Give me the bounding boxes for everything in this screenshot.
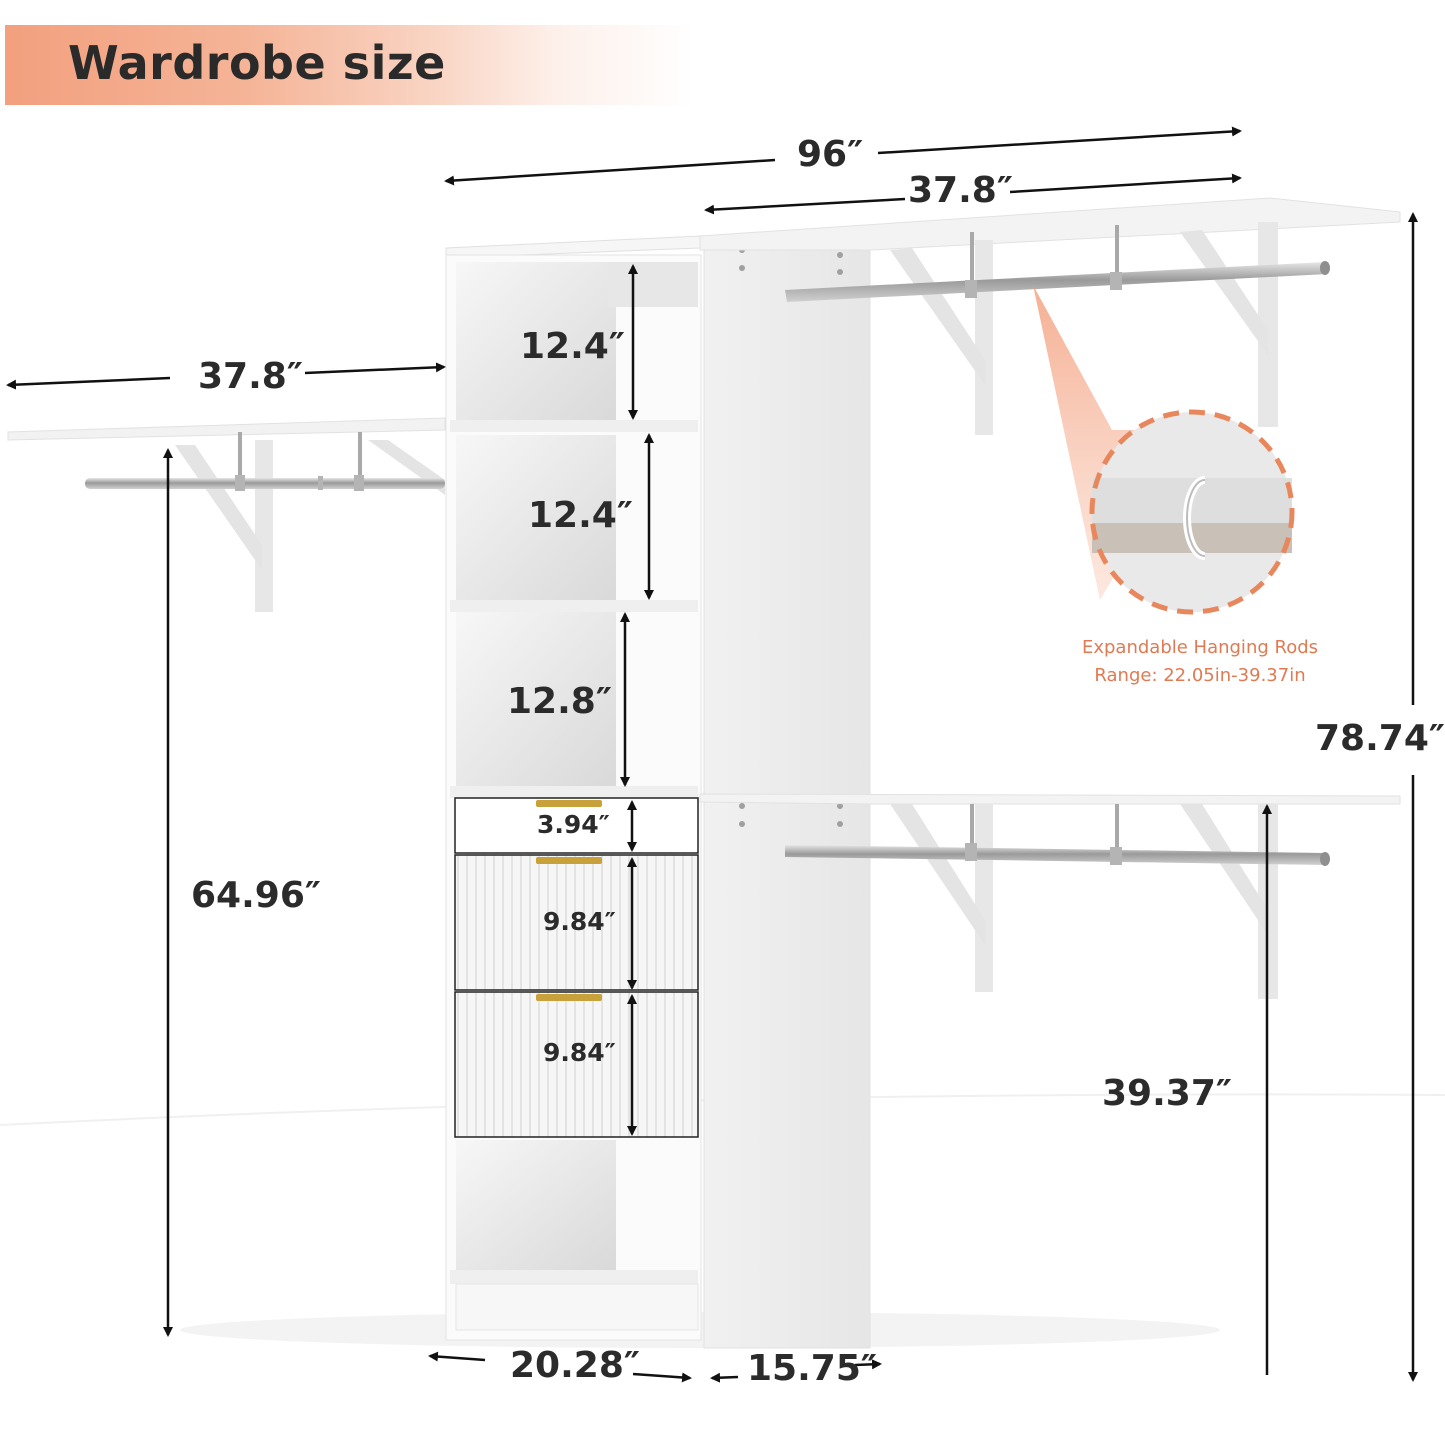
right-lower-shelf-unit bbox=[699, 793, 1401, 999]
dim-total-height: 78.74″ bbox=[1315, 718, 1445, 759]
dim-cubby-2-height: 12.4″ bbox=[528, 495, 633, 536]
dim-drawer-1-height: 9.84″ bbox=[543, 907, 616, 936]
dim-left-shelf-width: 37.8″ bbox=[198, 356, 303, 397]
dim-cubby-3-height: 12.8″ bbox=[507, 681, 612, 722]
dim-drawer-2-height: 9.84″ bbox=[543, 1038, 616, 1067]
rod-detail-callout bbox=[1033, 285, 1295, 615]
dim-tower-width: 20.28″ bbox=[510, 1345, 640, 1386]
dim-left-rod-height: 64.96″ bbox=[191, 875, 321, 916]
dim-cubby-1-height: 12.4″ bbox=[520, 326, 625, 367]
callout-title: Expandable Hanging Rods bbox=[1081, 637, 1319, 658]
left-shelf-unit bbox=[7, 417, 446, 612]
right-upper-shelf-unit bbox=[699, 197, 1401, 435]
dimension-arrows bbox=[6, 126, 1418, 1383]
title-banner bbox=[5, 25, 695, 105]
dim-right-upper-shelf-width: 37.8″ bbox=[908, 170, 1013, 211]
dim-small-drawer-height: 3.94″ bbox=[537, 810, 610, 839]
dim-lower-rod-height: 39.37″ bbox=[1102, 1073, 1232, 1114]
center-tower bbox=[445, 235, 871, 1349]
dim-tower-depth: 15.75″ bbox=[747, 1348, 877, 1389]
page-title: Wardrobe size bbox=[68, 36, 446, 90]
callout-range: Range: 22.05in-39.37in bbox=[1094, 665, 1306, 686]
dim-total-width: 96″ bbox=[797, 134, 864, 175]
